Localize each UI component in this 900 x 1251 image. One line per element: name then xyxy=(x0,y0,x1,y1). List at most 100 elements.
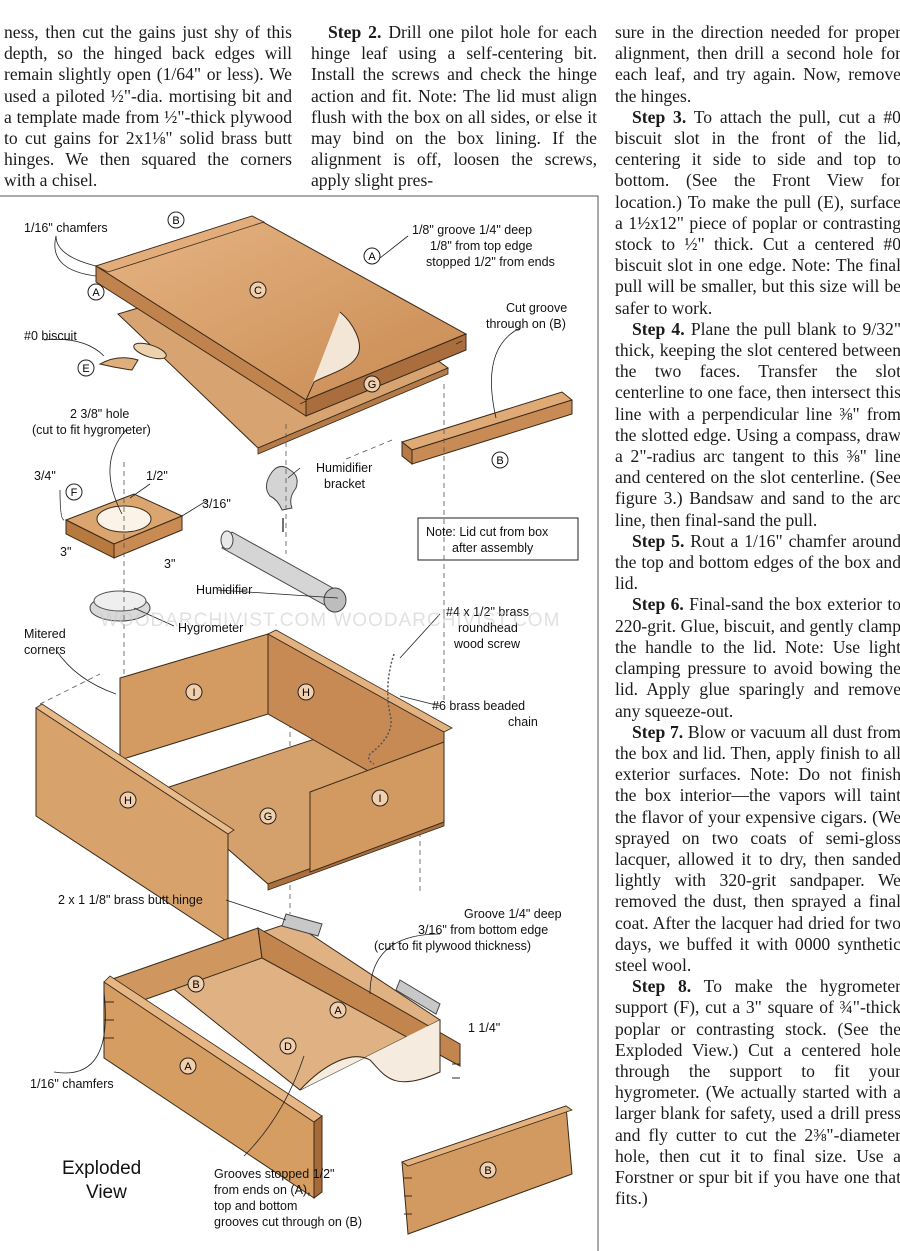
step-heading: Step 7. xyxy=(632,721,684,742)
part-labels: B C A A G E B F I H H G I B A D A B xyxy=(65,211,509,1179)
part-b-box: B xyxy=(187,975,205,993)
label-dim-316: 3/16" xyxy=(202,497,231,511)
label-stopped-2: from ends on (A), xyxy=(214,1183,311,1197)
svg-text:H: H xyxy=(302,687,310,699)
note-box xyxy=(417,517,579,561)
label-dim-12: 1/2" xyxy=(146,469,168,483)
svg-text:G: G xyxy=(368,379,377,391)
label-groove-bottom-3: (cut to fit plywood thickness) xyxy=(374,939,531,953)
part-a-box-front: A xyxy=(179,1057,197,1075)
label-screw-2: roundhead xyxy=(458,621,518,635)
svg-text:E: E xyxy=(82,363,89,375)
callouts: 1/16" chamfers 1/8" groove 1/4" deep 1/8… xyxy=(24,221,567,1229)
label-mitered-1: Mitered xyxy=(24,627,66,641)
side-i-right xyxy=(309,741,445,873)
part-a-lid2: A xyxy=(87,283,105,301)
paragraph: Step 2. Drill one pilot hole for each hi… xyxy=(311,22,597,192)
paragraph: ness, then cut the gains just shy of thi… xyxy=(4,22,292,191)
label-dim-114: 1 1/4" xyxy=(468,1021,500,1035)
step-heading: Step 8. xyxy=(632,976,692,997)
label-screw-3: wood screw xyxy=(453,637,521,651)
label-hinge: 2 x 1 1/8" brass butt hinge xyxy=(58,893,203,907)
label-groove-bottom-2: 3/16" from bottom edge xyxy=(418,923,548,937)
label-hole-2: (cut to fit hygrometer) xyxy=(32,423,151,437)
part-g-bottom: G xyxy=(259,807,277,825)
label-groove-bottom-1: Groove 1/4" deep xyxy=(464,907,562,921)
step-text: Plane the pull blank to 9/32" thick, kee… xyxy=(615,318,900,530)
step-text: Blow or vacuum all dust from the box and… xyxy=(615,721,900,975)
part-a-lid: A xyxy=(363,247,381,265)
svg-text:B: B xyxy=(192,979,199,991)
step-text: Final-sand the box exterior to 220-grit.… xyxy=(615,594,900,721)
box-bottom xyxy=(103,913,573,1235)
svg-text:B: B xyxy=(172,215,179,227)
watermark: WOODARCHIVIST.COM WOODARCHIVIST.COM xyxy=(100,610,561,631)
exploded-view-diagram: B C A A G E B F I H H G I B A D A B 1/16… xyxy=(0,195,599,1251)
paragraph: Step 7. Blow or vacuum all dust from the… xyxy=(615,722,900,976)
hinge-1 xyxy=(281,913,323,937)
label-dim-3a: 3" xyxy=(60,545,71,559)
label-biscuit: #0 biscuit xyxy=(24,329,77,343)
label-humidifier: Humidifier xyxy=(196,583,252,597)
part-b-lid: B xyxy=(167,211,185,229)
label-chain-2: chain xyxy=(508,715,538,729)
part-i-back: I xyxy=(185,683,203,701)
svg-text:D: D xyxy=(284,1041,292,1053)
paragraph: Step 3. To attach the pull, cut a #0 bis… xyxy=(615,107,900,319)
part-f: F xyxy=(65,483,83,501)
part-e: E xyxy=(77,359,95,377)
svg-text:A: A xyxy=(334,1005,342,1017)
paragraph: Step 4. Plane the pull blank to 9/32" th… xyxy=(615,319,900,531)
step-heading: Step 6. xyxy=(632,594,684,615)
svg-text:I: I xyxy=(378,793,381,805)
part-h-front: H xyxy=(119,791,137,809)
label-groove-top-1: 1/8" groove 1/4" deep xyxy=(412,223,532,237)
svg-text:A: A xyxy=(368,251,376,263)
pull-e xyxy=(98,357,139,371)
label-dim-3b: 3" xyxy=(164,557,175,571)
text-column-2: Step 2. Drill one pilot hole for each hi… xyxy=(311,22,597,192)
step-heading: Step 2. xyxy=(328,22,382,42)
part-b-loose: B xyxy=(479,1161,497,1179)
part-g-lid: G xyxy=(363,375,381,393)
part-c: C xyxy=(249,281,267,299)
biscuit xyxy=(133,342,167,360)
step-heading: Step 5. xyxy=(632,530,685,551)
step-heading: Step 3. xyxy=(632,106,687,127)
part-b-rail: B xyxy=(491,451,509,469)
label-groove-top-3: stopped 1/2" from ends xyxy=(426,255,555,269)
label-cut-groove-2: through on (B) xyxy=(486,317,566,331)
label-hole-1: 2 3/8" hole xyxy=(70,407,129,421)
part-i-right: I xyxy=(371,789,389,807)
label-stopped-3: top and bottom xyxy=(214,1199,297,1213)
lid-assembly xyxy=(94,215,574,466)
label-bracket-2: bracket xyxy=(324,477,366,491)
paragraph: Step 6. Final-sand the box exterior to 2… xyxy=(615,594,900,721)
label-note-1: Note: Lid cut from box xyxy=(426,525,549,539)
label-chamfers-top: 1/16" chamfers xyxy=(24,221,108,235)
diagram-title-line1: Exploded xyxy=(62,1158,141,1179)
part-a-box-back: A xyxy=(329,1001,347,1019)
part-h-right: H xyxy=(297,683,315,701)
paragraph: Step 8. To make the hygrometer support (… xyxy=(615,976,900,1209)
hinge-2 xyxy=(395,979,441,1015)
humidifier-bracket xyxy=(266,466,298,511)
label-stopped-1: Grooves stopped 1/2" xyxy=(214,1167,334,1181)
svg-text:I: I xyxy=(192,687,195,699)
step-heading: Step 4. xyxy=(632,318,685,339)
paragraph: sure in the direction needed for proper … xyxy=(615,22,900,107)
svg-text:B: B xyxy=(496,455,503,467)
step-text: To attach the pull, cut a #0 biscuit slo… xyxy=(615,106,900,318)
svg-text:H: H xyxy=(124,795,132,807)
step-text: sure in the direction needed for proper … xyxy=(615,22,900,106)
label-stopped-4: grooves cut through on (B) xyxy=(214,1215,362,1229)
svg-text:A: A xyxy=(184,1061,192,1073)
text-column-1: ness, then cut the gains just shy of thi… xyxy=(4,22,292,192)
svg-text:B: B xyxy=(484,1165,491,1177)
step-text: To make the hygrometer support (F), cut … xyxy=(615,976,900,1209)
beaded-chain xyxy=(367,653,395,765)
svg-text:A: A xyxy=(92,287,100,299)
svg-text:F: F xyxy=(71,487,78,499)
paragraph: Step 5. Rout a 1/16" chamfer around the … xyxy=(615,531,900,595)
diagram-title-line2: View xyxy=(86,1182,127,1203)
